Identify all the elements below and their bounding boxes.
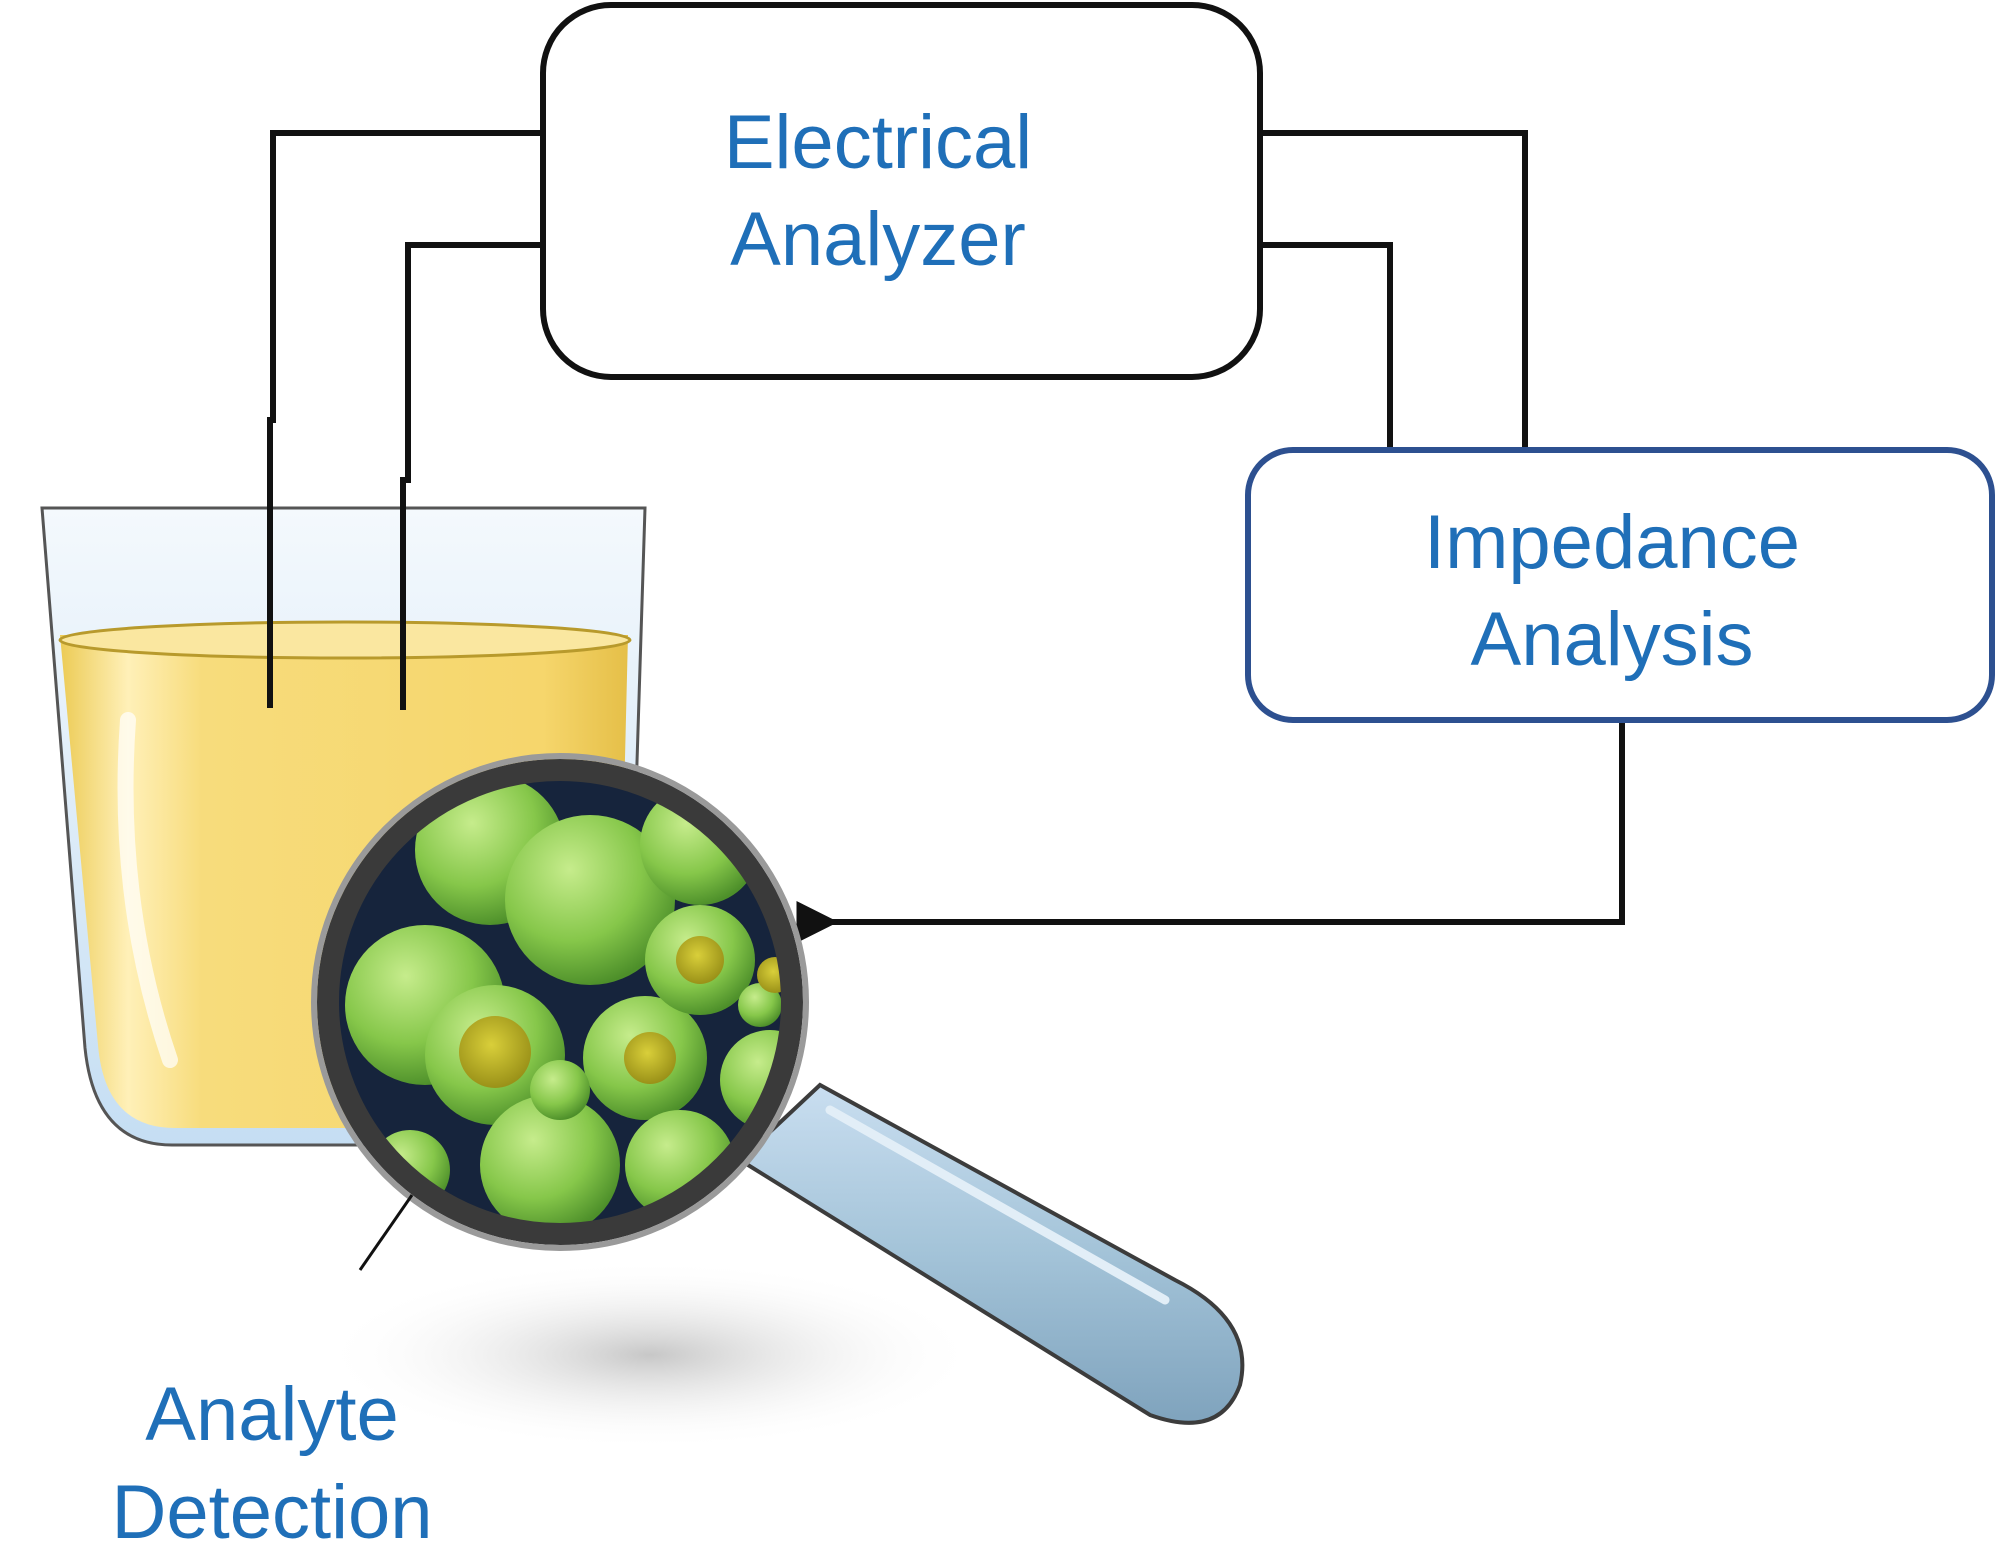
impedance-analysis-label-line2: Analysis xyxy=(1471,597,1754,682)
wire-analyzer-impedance-2 xyxy=(1260,242,1393,450)
wire-electrode-1 xyxy=(267,130,545,708)
wires-to-beaker xyxy=(267,130,545,710)
wires-to-impedance xyxy=(1260,130,1528,450)
cell-nucleus xyxy=(676,936,724,984)
cell-nucleus xyxy=(624,1032,676,1084)
impedance-analysis-label-line1: Impedance xyxy=(1424,500,1800,585)
liquid-surface xyxy=(58,620,632,660)
electrical-analyzer-label-line1: Electrical xyxy=(724,100,1032,185)
analyte-leader-line xyxy=(358,1194,414,1271)
magnifier-shadow xyxy=(320,1260,980,1450)
electrical-analyzer-label-line2: Analyzer xyxy=(730,197,1026,282)
analyte-detection-label-line1: Analyte xyxy=(145,1372,399,1457)
magnifier-rim xyxy=(317,759,803,1245)
magnifier-handle xyxy=(736,1082,1245,1425)
electrical-analyzer-box: Electrical Analyzer xyxy=(540,2,1263,380)
impedance-analysis-box: Impedance Analysis xyxy=(1245,447,1995,723)
wire-electrode-2 xyxy=(400,242,545,710)
analyte-detection-label-line2: Detection xyxy=(111,1470,432,1555)
cell-nucleus xyxy=(459,1016,531,1088)
result-arrow xyxy=(796,722,1625,943)
wire-analyzer-impedance-1 xyxy=(1260,130,1528,450)
cell-nucleus xyxy=(757,957,782,993)
